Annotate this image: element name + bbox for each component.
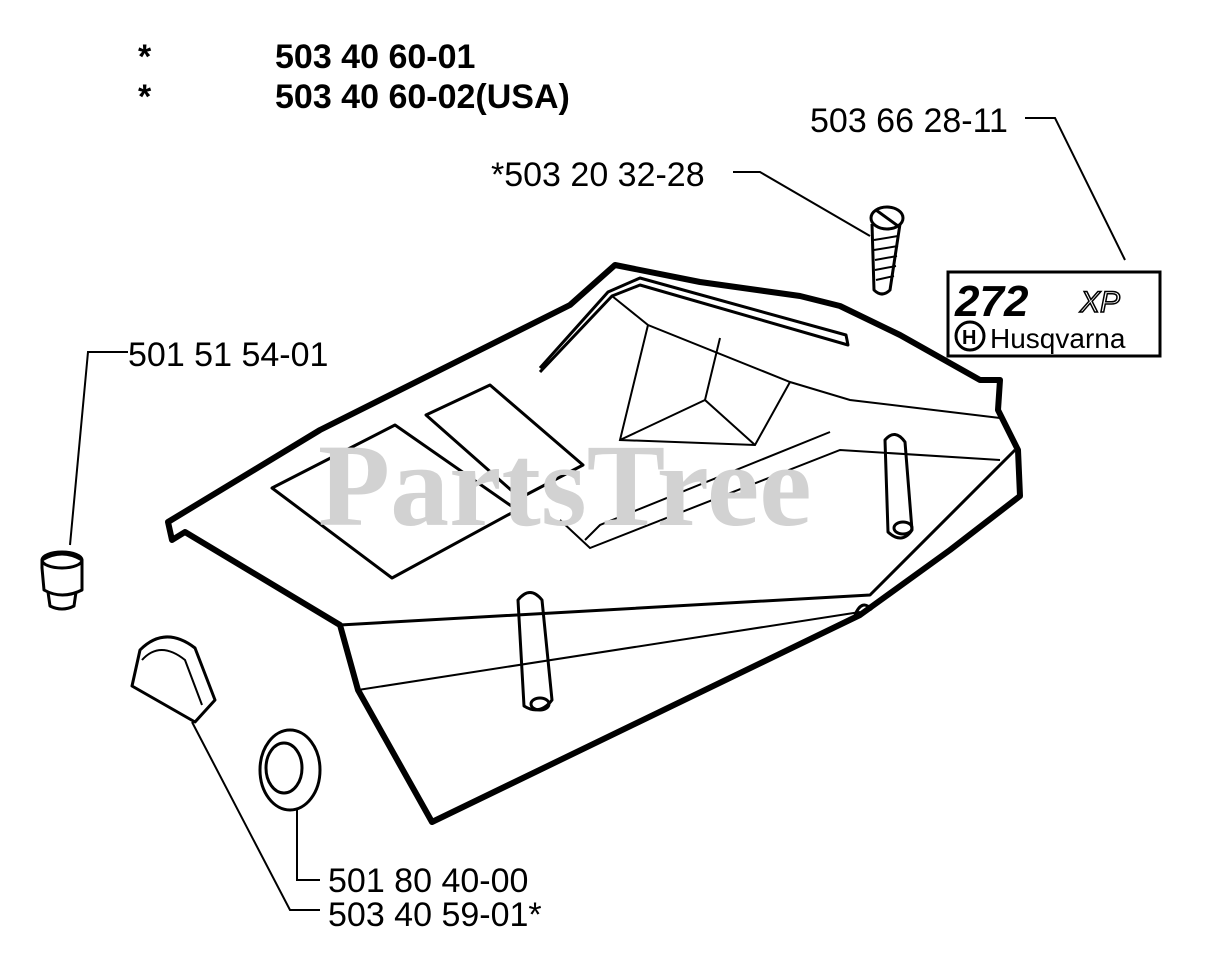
decal-model: 272	[954, 277, 1029, 326]
header-marker-1: *	[138, 38, 152, 76]
leader-cover-plate	[191, 721, 320, 911]
callout-decal: 503 66 28-11	[810, 102, 1008, 140]
leader-plug	[69, 351, 128, 546]
callout-screw: *503 20 32-28	[491, 156, 705, 194]
watermark-text: PartsTree	[318, 420, 812, 551]
header-part-1: 503 40 60-01	[275, 38, 475, 76]
plug-part[interactable]	[40, 550, 84, 611]
decal-part[interactable]: 272 XP H Husqvarna	[946, 270, 1162, 358]
decal-brand: Husqvarna	[990, 323, 1126, 354]
decal-suffix: XP	[1079, 286, 1120, 319]
brand-logo-icon	[954, 320, 986, 352]
grommet-part[interactable]	[258, 728, 322, 812]
callout-cover-plate: 503 40 59-01*	[328, 896, 542, 934]
header-part-2: 503 40 60-02(USA)	[275, 78, 570, 116]
leader-decal	[1025, 117, 1126, 261]
decal-brand-mark: H	[962, 327, 976, 349]
leader-grommet	[296, 810, 320, 881]
header-marker-2: *	[138, 78, 152, 116]
leader-screw	[733, 171, 871, 237]
cover-plate-part[interactable]	[130, 635, 217, 724]
screw-part[interactable]	[869, 205, 905, 296]
cylinder-cover[interactable]	[165, 262, 1023, 825]
callout-plug: 501 51 54-01	[128, 336, 328, 374]
callout-grommet: 501 80 40-00	[328, 862, 528, 900]
